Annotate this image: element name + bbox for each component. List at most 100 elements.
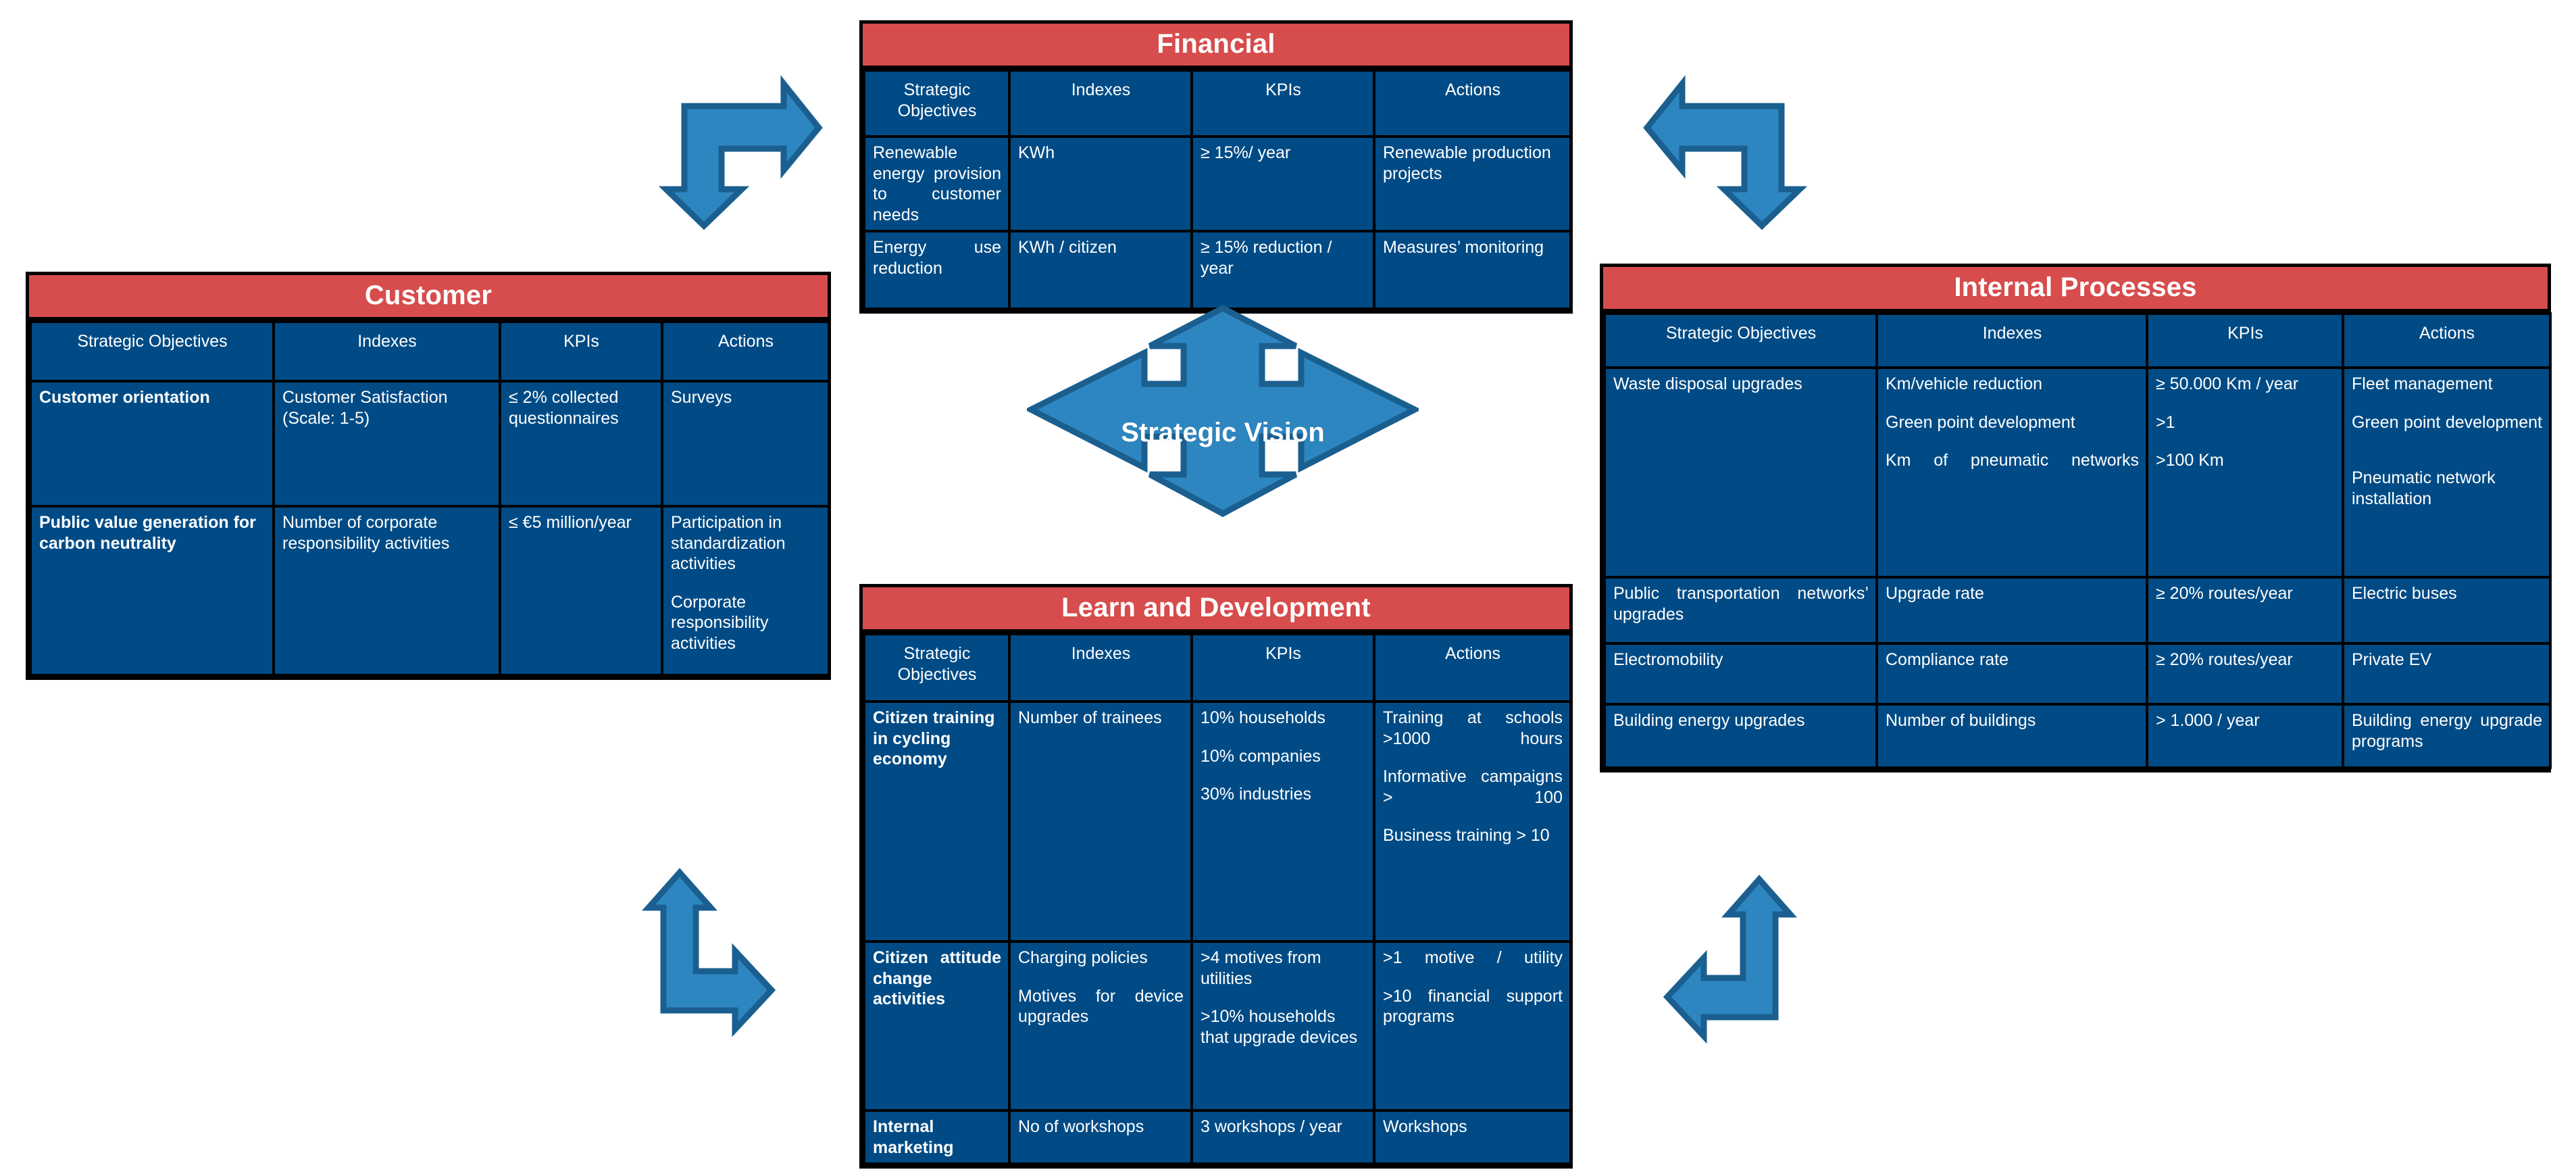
- kpi-item: 10% households: [1201, 708, 1325, 727]
- cell-action: Building energy upgrade programs: [2342, 703, 2552, 769]
- cell-index: Customer Satisfaction (Scale: 1-5): [272, 380, 501, 508]
- cell-action: Fleet management Green point development…: [2342, 366, 2552, 579]
- cell-action: Participation in standardization activit…: [661, 505, 830, 677]
- learn-grid: Strategic Objectives Indexes KPIs Action…: [863, 633, 1572, 1165]
- table-row: Waste disposal upgrades Km/vehicle reduc…: [1603, 366, 2552, 579]
- column-header-indexes: Indexes: [272, 320, 501, 383]
- action-item: >10 financial support programs: [1383, 986, 1563, 1027]
- cell-index: KWh / citizen: [1008, 230, 1193, 310]
- panel-learn-title: Learn and Development: [863, 587, 1569, 633]
- action-item: Corporate responsibility activities: [671, 592, 769, 653]
- panel-customer: Customer Strategic Objectives Indexes KP…: [26, 272, 831, 680]
- financial-grid: Strategic Objectives Indexes KPIs Action…: [863, 69, 1572, 310]
- action-item: Pneumatic network installation: [2352, 468, 2496, 508]
- column-header-actions: Actions: [1373, 69, 1572, 138]
- cell-index: Compliance rate: [1875, 642, 2148, 706]
- cell-index: Number of corporate responsibility activ…: [272, 505, 501, 677]
- table-row: Citizen attitude change activities Charg…: [863, 940, 1572, 1112]
- customer-grid: Strategic Objectives Indexes KPIs Action…: [29, 320, 830, 677]
- cell-objective: Energy use reduction: [863, 230, 1011, 310]
- index-item: Km of pneumatic networks: [1886, 451, 2139, 470]
- table-row: Public value generation for carbon neutr…: [29, 505, 830, 677]
- table-row: Building energy upgrades Number of build…: [1603, 703, 2552, 769]
- cell-kpi: 10% households 10% companies 30% industr…: [1190, 700, 1375, 943]
- column-header-kpis: KPIs: [499, 320, 663, 383]
- cell-objective: Internal marketing: [863, 1109, 1011, 1165]
- action-item: Informative campaigns > 100: [1383, 767, 1563, 807]
- table-header-row: Strategic Objectives Indexes KPIs Action…: [29, 320, 830, 383]
- table-header-row: Strategic Objectives Indexes KPIs Action…: [863, 633, 1572, 703]
- column-header-kpis: KPIs: [2146, 312, 2344, 369]
- cell-action: >1 motive / utility >10 financial suppor…: [1373, 940, 1572, 1112]
- action-item: Fleet management: [2352, 374, 2493, 393]
- cell-objective: Citizen training in cycling economy: [863, 700, 1011, 943]
- cell-action: Measures’ monitoring: [1373, 230, 1572, 310]
- cell-kpi: >4 motives from utilities >10% household…: [1190, 940, 1375, 1112]
- cell-kpi: 3 workshops / year: [1190, 1109, 1375, 1165]
- table-row: Renewable energy provision to customer n…: [863, 135, 1572, 232]
- kpi-item: ≥ 50.000 Km / year: [2156, 374, 2299, 393]
- column-header-strategic-objectives: Strategic Objectives: [863, 69, 1011, 138]
- cell-index: Number of trainees: [1008, 700, 1193, 943]
- cell-kpi: ≥ 15%/ year: [1190, 135, 1375, 232]
- cell-kpi: ≤ €5 million/year: [499, 505, 663, 677]
- arrow-up-right-icon: [642, 868, 817, 1044]
- column-header-indexes: Indexes: [1008, 69, 1193, 138]
- action-item: Green point development: [2352, 412, 2542, 432]
- cell-kpi: ≥ 20% routes/year: [2146, 642, 2344, 706]
- panel-internal-title: Internal Processes: [1603, 267, 2548, 312]
- kpi-item: 10% companies: [1201, 746, 1321, 766]
- cell-objective: Renewable energy provision to customer n…: [863, 135, 1011, 232]
- arrow-down-right-icon: [658, 75, 824, 231]
- column-header-kpis: KPIs: [1190, 69, 1375, 138]
- cell-index: Charging policies Motives for device upg…: [1008, 940, 1193, 1112]
- panel-financial-title: Financial: [863, 24, 1569, 69]
- panel-internal-processes: Internal Processes Strategic Objectives …: [1600, 264, 2552, 773]
- arrow-down-left-icon: [1642, 75, 1808, 231]
- strategic-vision-arrow: Strategic Vision: [1024, 304, 1421, 574]
- column-header-actions: Actions: [2342, 312, 2552, 369]
- cell-index: Upgrade rate: [1875, 576, 2148, 645]
- cell-action: Training at schools >1000 hours Informat…: [1373, 700, 1572, 943]
- arrow-up-left-icon: [1621, 875, 1797, 1051]
- cell-objective: Citizen attitude change activities: [863, 940, 1011, 1112]
- action-item: Training at schools >1000 hours: [1383, 708, 1563, 748]
- column-header-strategic-objectives: Strategic Objectives: [29, 320, 275, 383]
- table-header-row: Strategic Objectives Indexes KPIs Action…: [863, 69, 1572, 138]
- index-item: Green point development: [1886, 412, 2075, 432]
- column-header-strategic-objectives: Strategic Objectives: [863, 633, 1011, 703]
- action-item: Business training > 10: [1383, 826, 1550, 845]
- column-header-actions: Actions: [1373, 633, 1572, 703]
- internal-grid: Strategic Objectives Indexes KPIs Action…: [1603, 312, 2552, 769]
- cell-kpi: ≥ 50.000 Km / year >1 >100 Km: [2146, 366, 2344, 579]
- cell-index: Km/vehicle reduction Green point develop…: [1875, 366, 2148, 579]
- index-item: Motives for device upgrades: [1018, 986, 1184, 1027]
- cell-objective: Public value generation for carbon neutr…: [29, 505, 275, 677]
- cell-index: KWh: [1008, 135, 1193, 232]
- kpi-item: >4 motives from utilities: [1201, 948, 1321, 988]
- panel-learn-and-development: Learn and Development Strategic Objectiv…: [859, 584, 1573, 1169]
- cell-action: Surveys: [661, 380, 830, 508]
- index-item: Charging policies: [1018, 948, 1148, 967]
- cell-action: Private EV: [2342, 642, 2552, 706]
- cell-kpi: ≥ 15% reduction / year: [1190, 230, 1375, 310]
- cell-index: Number of buildings: [1875, 703, 2148, 769]
- cell-objective: Building energy upgrades: [1603, 703, 1878, 769]
- cell-index: No of workshops: [1008, 1109, 1193, 1165]
- cell-kpi: > 1.000 / year: [2146, 703, 2344, 769]
- cell-action: Workshops: [1373, 1109, 1572, 1165]
- table-header-row: Strategic Objectives Indexes KPIs Action…: [1603, 312, 2552, 369]
- table-row: Electromobility Compliance rate ≥ 20% ro…: [1603, 642, 2552, 706]
- column-header-kpis: KPIs: [1190, 633, 1375, 703]
- cell-kpi: ≥ 20% routes/year: [2146, 576, 2344, 645]
- kpi-item: 30% industries: [1201, 785, 1311, 804]
- table-row: Citizen training in cycling economy Numb…: [863, 700, 1572, 943]
- cell-kpi: ≤ 2% collected questionnaires: [499, 380, 663, 508]
- cell-objective: Public transportation networks’ upgrades: [1603, 576, 1878, 645]
- kpi-item: >10% households that upgrade devices: [1201, 1007, 1358, 1047]
- cell-action: Renewable production projects: [1373, 135, 1572, 232]
- index-item: Km/vehicle reduction: [1886, 374, 2043, 393]
- column-header-strategic-objectives: Strategic Objectives: [1603, 312, 1878, 369]
- table-row: Public transportation networks’ upgrades…: [1603, 576, 2552, 645]
- action-item: >1 motive / utility: [1383, 948, 1563, 967]
